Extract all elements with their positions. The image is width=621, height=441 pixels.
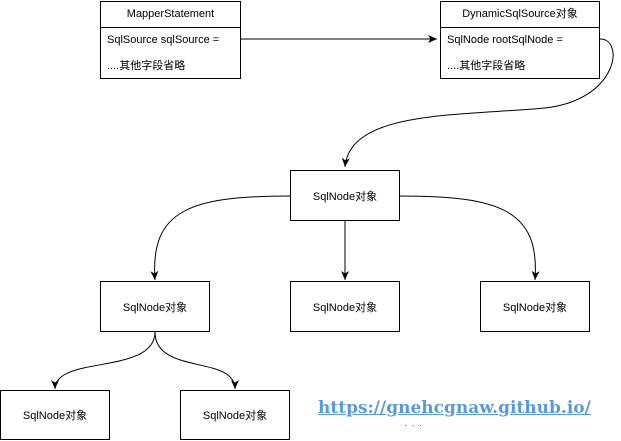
ellipsis-dots: · · · xyxy=(404,420,423,430)
watermark-url: https://gnehcgnaw.github.io/ xyxy=(318,398,591,418)
mapper-statement-box: MapperStatement SqlSource sqlSource = ..… xyxy=(100,1,241,79)
arrow-child-left-to-grandchild-left xyxy=(51,331,156,390)
dynamic-sql-source-box: DynamicSqlSource对象 SqlNode rootSqlNode =… xyxy=(440,1,600,79)
sqlnode-root: SqlNode对象 xyxy=(290,170,400,221)
sqlnode-child-left: SqlNode对象 xyxy=(100,281,210,332)
dynamic-sql-source-other-fields: ....其他字段省略 xyxy=(447,60,526,72)
mapper-statement-other-fields: ....其他字段省略 xyxy=(107,60,186,72)
dynamic-sql-source-title: DynamicSqlSource对象 xyxy=(441,2,599,28)
sqlnode-grandchild-left: SqlNode对象 xyxy=(0,390,110,440)
arrow-child-left-to-grandchild-right xyxy=(154,331,239,390)
sqlnode-child-middle: SqlNode对象 xyxy=(290,281,400,332)
arrow-rootsqlnode-to-root-node xyxy=(341,38,614,168)
mapper-statement-title: MapperStatement xyxy=(101,2,240,28)
arrow-root-to-child-left xyxy=(150,195,291,281)
arrow-root-to-child-right xyxy=(399,195,540,281)
mapper-statement-sqlsource-field: SqlSource sqlSource = xyxy=(107,34,220,46)
sqlnode-grandchild-right: SqlNode对象 xyxy=(180,390,290,440)
sqlnode-child-right: SqlNode对象 xyxy=(480,281,590,332)
dynamic-sql-source-rootsqlnode-field: SqlNode rootSqlNode = xyxy=(447,34,563,46)
